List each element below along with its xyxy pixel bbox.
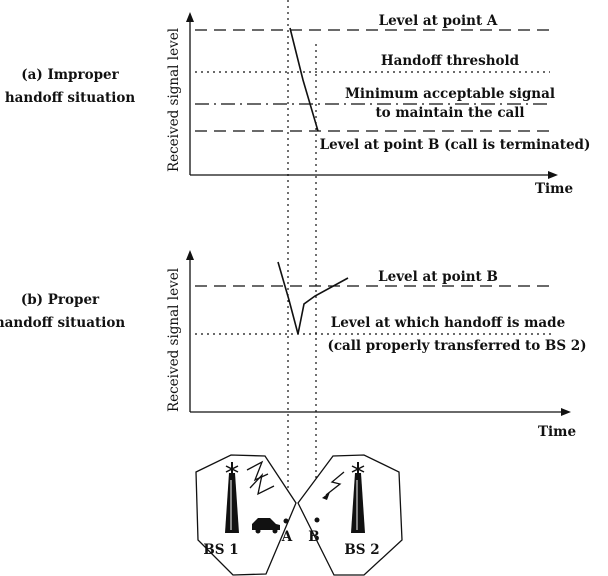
x-axis-b-arrow (561, 408, 571, 416)
bs1-tower-icon (225, 462, 239, 533)
caption-a-line2: handoff situation (5, 90, 135, 106)
bs2-radio-wave-icon (325, 471, 345, 496)
diagram-a: (a) Improper handoff situation Received … (5, 12, 591, 197)
signal-curve-a (289, 27, 319, 132)
y-axis-label-b: Received signal level (166, 268, 182, 412)
point-b-dot (314, 517, 320, 523)
point-b-label: B (308, 529, 319, 545)
point-a-dot (283, 518, 289, 524)
car-icon (252, 518, 280, 534)
point-a-label: A (281, 529, 293, 545)
y-axis-b-arrow (186, 250, 194, 260)
x-axis-label-a: Time (535, 181, 573, 197)
y-axis-a-arrow (186, 12, 194, 22)
bs2-tower-icon (351, 462, 365, 533)
label-level-a: Level at point A (379, 13, 498, 29)
label-minimum-line2: to maintain the call (375, 105, 524, 121)
label-level-b: Level at point B (378, 269, 498, 285)
cell-bs2-hexagon (297, 454, 403, 576)
y-axis-label-a: Received signal level (166, 28, 182, 172)
label-minimum-line1: Minimum acceptable signal (345, 86, 555, 102)
bs2-label: BS 2 (344, 542, 379, 558)
bs2-arrow-icon (322, 492, 330, 500)
bs1-radio-link-icon (249, 472, 275, 496)
caption-a-line1: (a) Improper (21, 67, 119, 83)
label-handoff-threshold: Handoff threshold (381, 53, 520, 69)
caption-b-line1: (b) Proper (21, 292, 100, 308)
caption-b-line2: handoff situation (0, 315, 125, 331)
x-axis-label-b: Time (538, 424, 576, 440)
signal-curve-bs1 (277, 261, 299, 335)
cell-bs1-hexagon (195, 454, 297, 576)
signal-curve-bs2 (297, 277, 349, 335)
cell-layout: BS 1 BS 2 A B (195, 454, 403, 576)
label-handoff-level-line1: Level at which handoff is made (331, 315, 565, 331)
bs1-label: BS 1 (203, 542, 238, 558)
label-level-b-terminated: Level at point B (call is terminated) (320, 137, 591, 153)
diagram-b: (b) Proper handoff situation Received si… (0, 250, 587, 440)
x-axis-a-arrow (548, 171, 558, 179)
label-handoff-level-line2: (call properly transferred to BS 2) (327, 338, 586, 354)
